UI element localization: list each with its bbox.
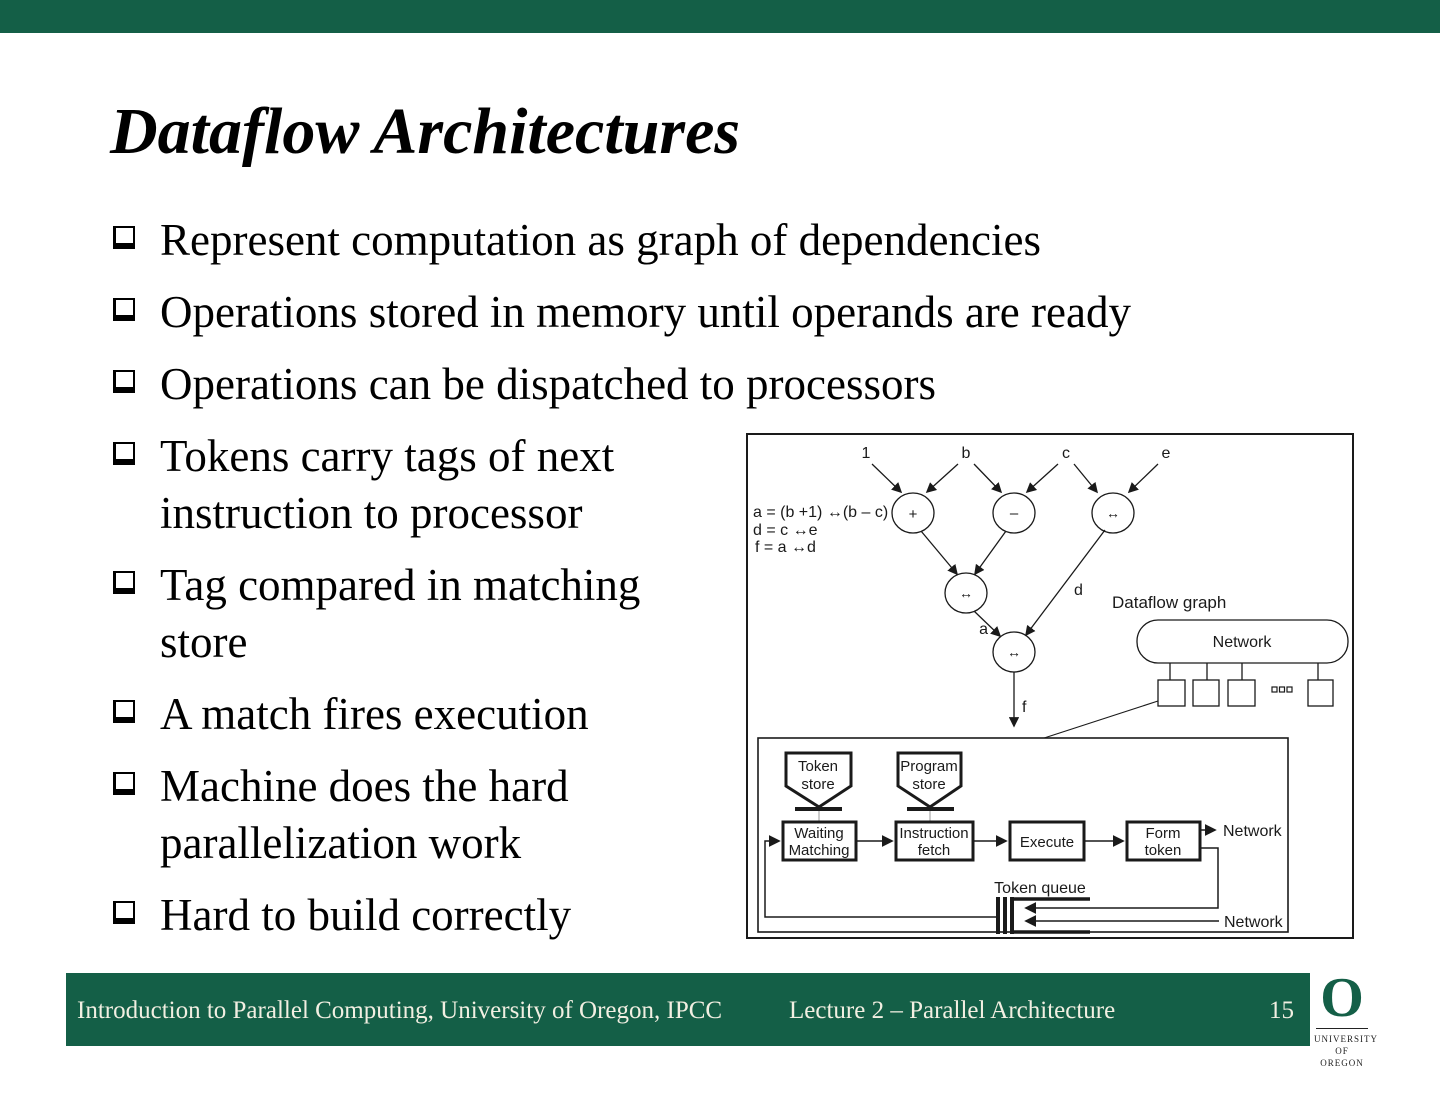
op-symbol: – [1010,505,1019,522]
op-symbol: + [909,506,918,523]
list-item-wrap: instruction to processor [110,485,1380,542]
square-bullet-icon [113,226,135,249]
token-store-label: Token [798,758,838,775]
square-bullet-icon [113,571,135,594]
equation-line: d = c ↔e [753,522,818,539]
bullet-text: Machine does the hard [160,761,569,811]
form-token-label: token [1145,842,1182,859]
network-in-label: Network [1224,914,1284,931]
bullet-text: Operations stored in memory until operan… [160,287,1131,337]
square-bullet-icon [113,700,135,723]
footer-course-text: Introduction to Parallel Computing, Univ… [77,997,723,1024]
graph-edges [920,529,1106,728]
uo-o-icon: O [1320,967,1364,1029]
list-item: Hard to build correctly [110,887,1380,944]
input-arrows [871,463,1159,494]
university-of-oregon-logo: O UNIVERSITY OF OREGON [1314,967,1378,1069]
logo-text: OF OREGON [1320,1046,1364,1068]
processing-element-squares [1157,679,1334,707]
square-bullet-icon [113,442,135,465]
bullet-text: Represent computation as graph of depend… [160,215,1041,265]
equation-line: a = (b +1) ↔(b – c) [753,504,888,521]
edge-label-f: f [1022,699,1027,716]
list-item-wrap: store [110,614,1380,671]
form-token-label: Form [1146,825,1181,842]
list-item: A match fires execution [110,686,1380,743]
program-store-label: store [912,776,945,793]
input-label: b [962,445,971,462]
network-out-label: Network [1223,823,1283,840]
waiting-matching-label: Matching [789,842,850,859]
dataflow-graph-caption: Dataflow graph [1112,593,1226,612]
operator-nodes [891,492,1135,673]
top-green-bar [0,0,1440,33]
footer-bar: Introduction to Parallel Computing, Univ… [66,973,1310,1046]
square-bullet-icon [113,298,135,321]
bullet-text: instruction to processor [160,488,583,538]
footer-lecture-text: Lecture 2 – Parallel Architecture [789,997,1116,1024]
network-taps [1169,663,1319,680]
waiting-matching-label: Waiting [794,825,843,842]
input-label: c [1062,445,1070,462]
token-queue-label: Token queue [994,880,1086,897]
logo-divider [1316,1028,1368,1029]
input-label: e [1162,445,1171,462]
dataflow-diagram: a = (b +1) ↔(b – c) d = c ↔e f = a ↔d 1 … [746,433,1354,939]
list-item: Tag compared in matching [110,557,1380,614]
op-symbol: ↔ [1007,644,1021,660]
square-bullet-icon [113,370,135,393]
op-symbol: ↔ [1106,505,1120,521]
instruction-fetch-label: Instruction [899,825,968,842]
list-item: Operations can be dispatched to processo… [110,356,1380,413]
execute-label: Execute [1020,834,1074,851]
bullet-list: Represent computation as graph of depend… [110,212,1380,944]
bullet-text: Operations can be dispatched to processo… [160,359,937,409]
program-store-hopper [896,751,963,809]
ellipsis-dots-icon [1271,686,1293,693]
bullet-text: Tag compared in matching [160,560,641,610]
token-store-hopper [784,751,853,809]
program-store-label: Program [900,758,958,775]
square-bullet-icon [113,901,135,924]
list-item: Machine does the hard [110,758,1380,815]
input-label: 1 [862,445,871,462]
bullet-text: Hard to build correctly [160,890,572,940]
bullet-text: store [160,617,248,667]
edge-label-d: d [1074,582,1083,599]
pipeline-flow-arrows [764,824,1219,927]
slide-title: Dataflow Architectures [110,95,741,168]
instruction-fetch-label: fetch [918,842,951,859]
bullet-text: A match fires execution [160,689,589,739]
token-store-label: store [801,776,834,793]
bullet-text: Tokens carry tags of next [160,431,615,481]
equation-line: f = a ↔d [755,539,816,556]
square-bullet-icon [113,772,135,795]
token-queue-icon [996,897,1014,934]
network-oval-label: Network [1213,634,1273,651]
page-number: 15 [1269,997,1294,1024]
list-item-wrap: parallelization work [110,815,1380,872]
logo-text: UNIVERSITY [1314,1034,1378,1044]
list-item: Operations stored in memory until operan… [110,284,1380,341]
list-item: Represent computation as graph of depend… [110,212,1380,269]
list-item: Tokens carry tags of next [110,428,1380,485]
op-symbol: ↔ [959,585,973,601]
bullet-text: parallelization work [160,818,522,868]
edge-label-a: a [979,621,988,638]
expansion-line [1037,700,1159,741]
